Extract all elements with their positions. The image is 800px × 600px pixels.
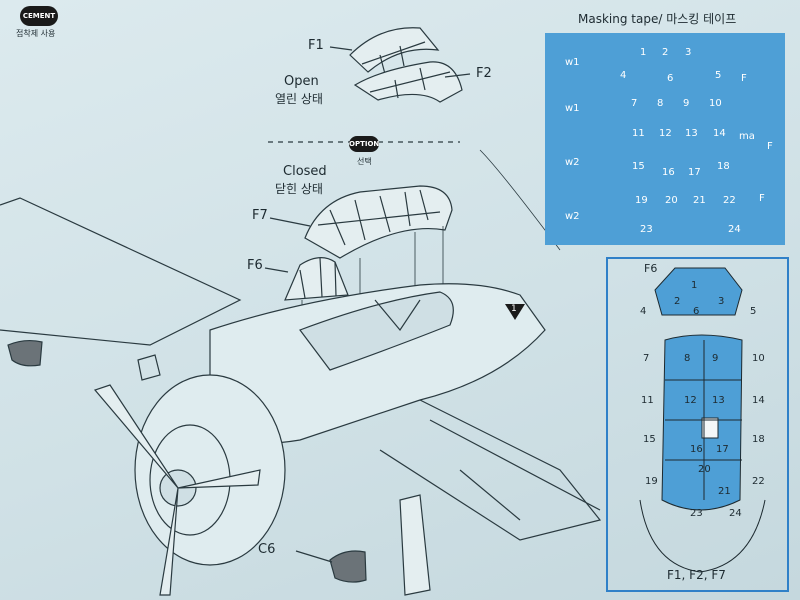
outer-num-10: 10 (752, 353, 765, 364)
propeller-shape (93, 384, 261, 596)
inner-num-17: 17 (716, 444, 729, 455)
inner-num-6: 6 (693, 306, 700, 317)
mask-w1-b: w1 (565, 103, 580, 114)
inner-num-24: 24 (729, 508, 742, 519)
mask-5: 5 (715, 70, 722, 81)
inner-num-8: 8 (684, 353, 691, 364)
mask-w2-b: w2 (565, 211, 580, 222)
inner-num-20: 20 (698, 464, 711, 475)
open-label-ko: 열린 상태 (275, 92, 323, 106)
mask-w2-a: w2 (565, 157, 580, 168)
mask-12: 12 (659, 128, 672, 139)
left-wing-shape (0, 197, 242, 346)
inner-num-13: 13 (712, 395, 725, 406)
option-caption: 선택 (357, 157, 372, 166)
mask-8: 8 (657, 98, 664, 109)
mask-18: 18 (717, 161, 730, 172)
mask-19: 19 (635, 195, 648, 206)
outer-num-19: 19 (645, 476, 658, 487)
inner-num-9: 9 (712, 353, 719, 364)
label-f7: F7 (252, 208, 268, 223)
canopy-f1-frames (361, 41, 426, 75)
right-wing-shape (379, 399, 602, 541)
mask-10: 10 (709, 98, 722, 109)
outer-num-18: 18 (752, 434, 765, 445)
open-label-en: Open (284, 74, 319, 89)
outer-num-22: 22 (752, 476, 765, 487)
mask-6: 6 (667, 73, 674, 84)
outer-num-5: 5 (750, 306, 757, 317)
mask-15: 15 (632, 161, 645, 172)
outer-num-11: 11 (641, 395, 654, 406)
part-c6-shape (329, 550, 367, 583)
mask-13: 13 (685, 128, 698, 139)
masking-placement-box (606, 257, 789, 592)
mask-11: 11 (632, 128, 645, 139)
outer-num-15: 15 (643, 434, 656, 445)
diagram-title-f6: F6 (644, 262, 658, 275)
mask-21: 21 (693, 195, 706, 206)
mask-1: 1 (640, 47, 647, 58)
outer-num-14: 14 (752, 395, 765, 406)
inner-num-12: 12 (684, 395, 697, 406)
label-f2: F2 (476, 66, 492, 81)
mask-w1-a: w1 (565, 57, 580, 68)
canopy-f7-shape (304, 185, 453, 259)
inner-num-3: 3 (718, 296, 725, 307)
mask-14: 14 (713, 128, 726, 139)
label-f1: F1 (308, 38, 324, 53)
inner-num-16: 16 (690, 444, 703, 455)
mask-f-c: F (759, 193, 765, 204)
cement-label: CEMENT (22, 12, 56, 20)
part-left-gear-door (7, 339, 43, 367)
f6-diagram-art (639, 267, 766, 573)
mask-24: 24 (728, 224, 741, 235)
mask-16: 16 (662, 167, 675, 178)
landing-gear-leg (399, 494, 431, 596)
mask-7: 7 (631, 98, 638, 109)
closed-label-ko: 닫힌 상태 (275, 182, 323, 196)
mask-9: 9 (683, 98, 690, 109)
option-badge: OPTION (349, 136, 379, 152)
cement-badge: CEMENT (20, 6, 58, 26)
mask-20: 20 (665, 195, 678, 206)
mask-2: 2 (662, 47, 669, 58)
label-f6: F6 (247, 258, 263, 273)
closed-label-en: Closed (283, 164, 327, 179)
outer-num-4: 4 (640, 306, 647, 317)
inner-num-2: 2 (674, 296, 681, 307)
diagram-caption: F1, F2, F7 (667, 568, 726, 582)
masking-tape-title: Masking tape/ 마스킹 테이프 (578, 12, 737, 26)
option-label: OPTION (349, 140, 380, 148)
mask-4: 4 (620, 70, 627, 81)
step-marker-number: 1 (511, 304, 517, 314)
label-c6: C6 (258, 542, 276, 557)
mask-3: 3 (685, 47, 692, 58)
mask-22: 22 (723, 195, 736, 206)
cement-caption: 접착제 사용 (16, 29, 56, 38)
masking-tape-sheet: w1 w1 w2 w2 1 2 3 4 5 6 7 8 9 10 11 12 1… (545, 33, 785, 245)
windscreen-f6-shape (284, 257, 349, 301)
canopy-f2-frames (369, 67, 451, 99)
mask-17: 17 (688, 167, 701, 178)
mask-ma: ma (739, 131, 755, 142)
mask-f-a: F (741, 73, 747, 84)
mask-23: 23 (640, 224, 653, 235)
canopy-f7-frames (317, 189, 441, 246)
outer-num-7: 7 (643, 353, 650, 364)
inner-num-1: 1 (691, 280, 698, 291)
step-marker-triangle (505, 304, 525, 320)
inner-num-21: 21 (718, 486, 731, 497)
engine-cowling-shape (134, 374, 286, 566)
mask-f-b: F (767, 141, 773, 152)
inner-num-23: 23 (690, 508, 703, 519)
